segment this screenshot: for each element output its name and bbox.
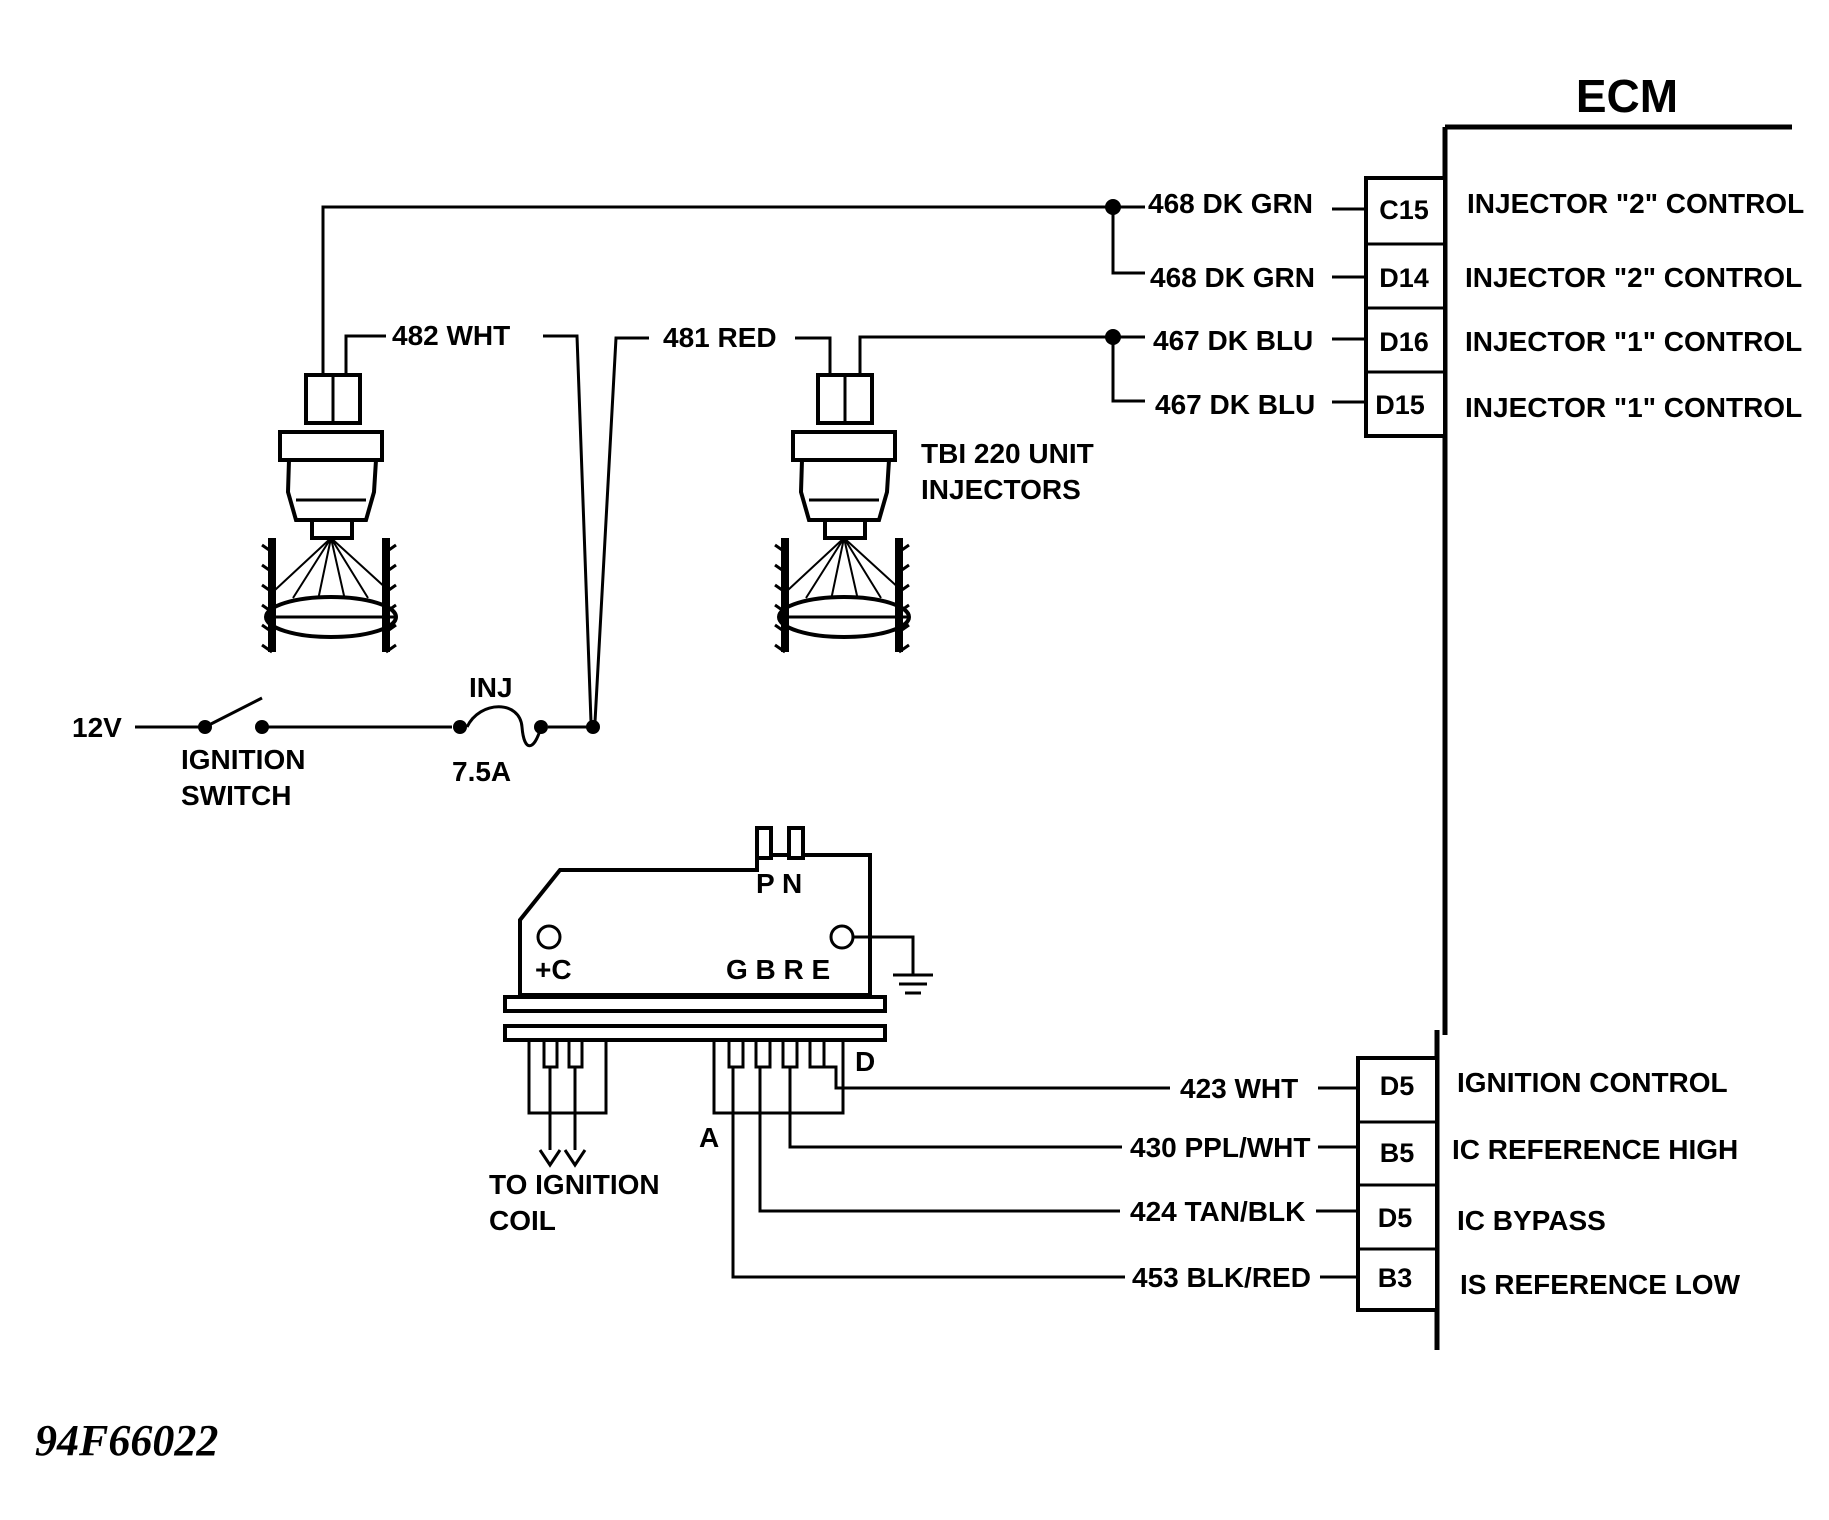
module-pins-pn: P N	[756, 868, 802, 899]
wire-482-left	[344, 334, 386, 375]
wire-482-right	[543, 334, 593, 723]
wire-label-430: 430 PPL/WHT	[1130, 1132, 1310, 1163]
wire-label-468-c15: 468 DK GRN	[1148, 188, 1313, 219]
wire-label-481: 481 RED	[663, 322, 777, 353]
pin-b5: B5	[1380, 1138, 1415, 1168]
injector-right-icon	[774, 373, 911, 654]
module-pin-n	[787, 826, 805, 860]
pin-function-d5-ignition: IGNITION CONTROL	[1457, 1067, 1728, 1098]
module-pin-d: D	[855, 1046, 875, 1077]
module-pins-gbre: G B R E	[726, 954, 830, 985]
ignition-switch-lever	[204, 696, 263, 729]
injector-wiring	[321, 199, 1366, 723]
wire-423	[824, 1065, 1170, 1090]
coil-label-line2: COIL	[489, 1205, 556, 1236]
injector-label-line1: TBI 220 UNIT	[921, 438, 1094, 469]
fuse-name: INJ	[469, 672, 513, 703]
pin-function-d5-bypass: IC BYPASS	[1457, 1205, 1606, 1236]
module-mount-left	[536, 924, 562, 950]
splice-power	[586, 720, 600, 734]
injector-left-icon	[261, 373, 398, 654]
coil-arrows	[538, 1149, 587, 1168]
wire-label-482: 482 WHT	[392, 320, 510, 351]
pin-function-c15: INJECTOR "2" CONTROL	[1467, 188, 1804, 219]
pin-function-d14: INJECTOR "2" CONTROL	[1465, 262, 1802, 293]
fuse-contact-left	[453, 720, 467, 734]
power-circuit	[135, 696, 600, 748]
ignition-module	[503, 826, 933, 1168]
pin-function-d15: INJECTOR "1" CONTROL	[1465, 392, 1802, 423]
fuse-contact-right	[534, 720, 548, 734]
wire-label-467-d15: 467 DK BLU	[1155, 389, 1315, 420]
ecm-title: ECM	[1576, 70, 1678, 122]
module-pin-a: A	[699, 1122, 719, 1153]
fuse-inj-icon	[465, 705, 543, 748]
wire-label-467-d16: 467 DK BLU	[1153, 325, 1313, 356]
wire-430	[788, 1067, 1122, 1149]
module-ecm-wiring	[731, 1065, 1358, 1279]
wire-467-main	[858, 335, 1145, 375]
coil-label-line1: TO IGNITION	[489, 1169, 660, 1200]
pin-c15: C15	[1379, 195, 1429, 225]
ecm-block: ECM	[1356, 70, 1792, 1350]
wire-label-424: 424 TAN/BLK	[1130, 1196, 1305, 1227]
pin-function-b3: IS REFERENCE LOW	[1460, 1269, 1741, 1300]
injector-label-line2: INJECTORS	[921, 474, 1081, 505]
wire-453	[731, 1067, 1125, 1279]
pin-function-b5: IC REFERENCE HIGH	[1452, 1134, 1738, 1165]
wire-481-left	[593, 336, 649, 723]
pin-function-d16: INJECTOR "1" CONTROL	[1465, 326, 1802, 357]
figure-id: 94F66022	[35, 1416, 218, 1465]
ground-icon	[893, 973, 933, 995]
wire-468-branch	[1111, 207, 1145, 275]
splice-467	[1105, 329, 1121, 345]
wire-424	[758, 1067, 1120, 1213]
wire-label-468-d14: 468 DK GRN	[1150, 262, 1315, 293]
pin-d16: D16	[1379, 327, 1429, 357]
pin-d5-bypass: D5	[1378, 1203, 1413, 1233]
splice-468	[1105, 199, 1121, 215]
module-pin-c: +C	[535, 954, 572, 985]
wire-label-423: 423 WHT	[1180, 1073, 1298, 1104]
voltage-label: 12V	[72, 712, 122, 743]
wire-481-right	[795, 336, 832, 375]
pin-d15: D15	[1375, 390, 1425, 420]
fuse-rating: 7.5A	[452, 756, 511, 787]
pin-d14: D14	[1379, 263, 1429, 293]
module-ground-wire	[853, 935, 915, 975]
pin-b3: B3	[1378, 1263, 1413, 1293]
module-pin-p	[755, 826, 773, 860]
pin-d5-ignition: D5	[1380, 1071, 1415, 1101]
switch-label-line1: IGNITION	[181, 744, 305, 775]
wire-467-branch	[1111, 337, 1145, 403]
switch-label-line2: SWITCH	[181, 780, 291, 811]
wire-468-main	[321, 205, 1145, 375]
wire-label-453: 453 BLK/RED	[1132, 1262, 1311, 1293]
